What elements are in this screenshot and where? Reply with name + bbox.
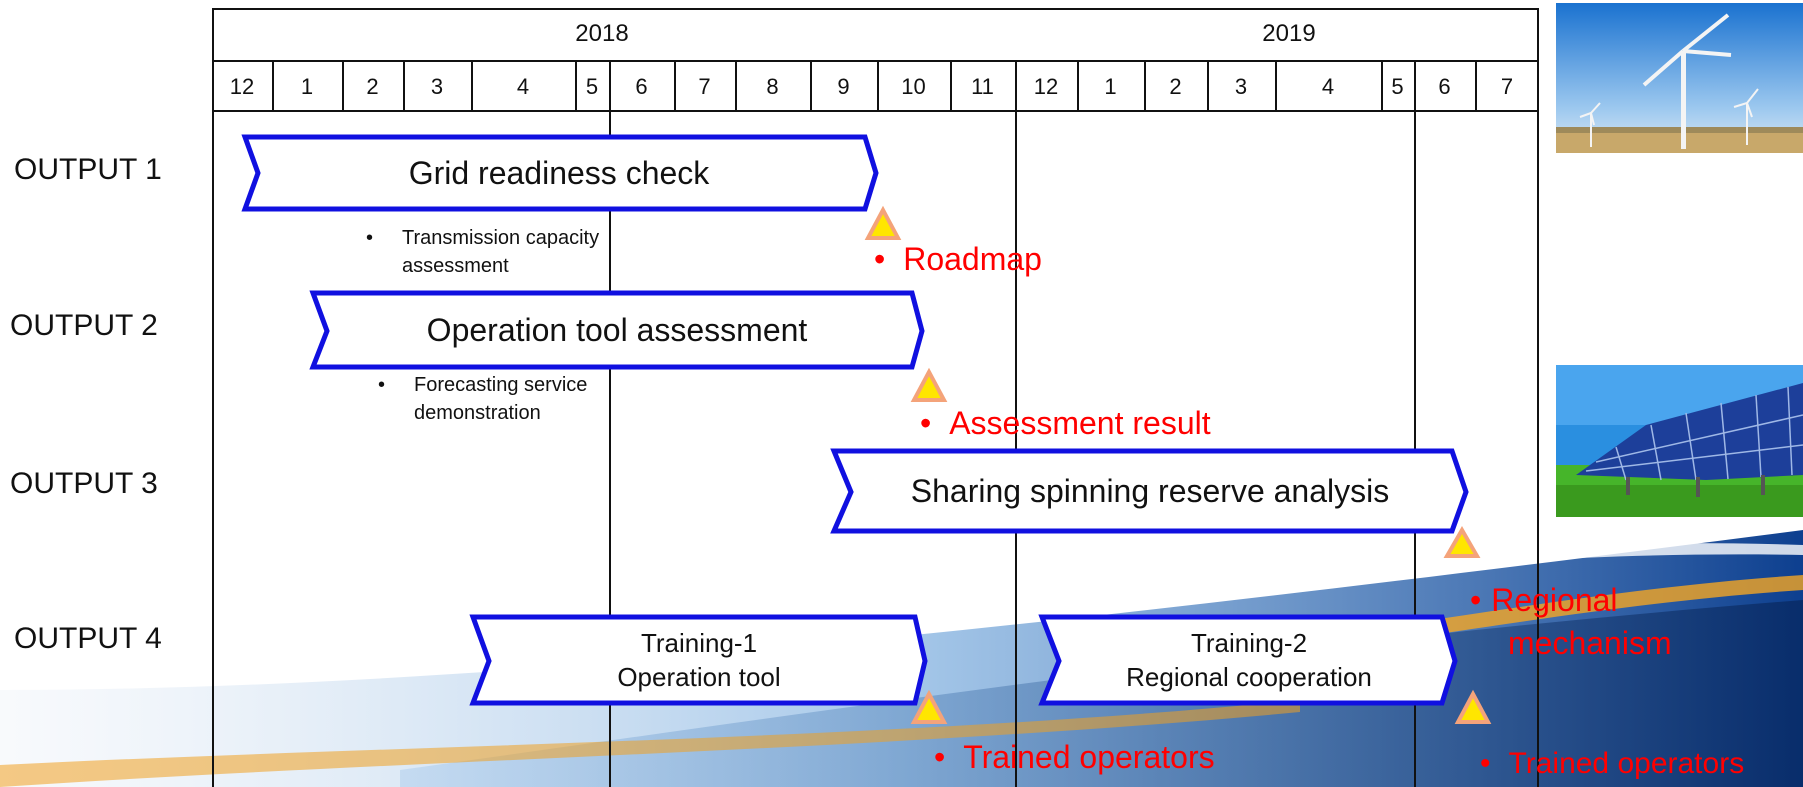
training-1-label: Training-1 Operation tool: [617, 627, 780, 695]
output-1-label: OUTPUT 1: [14, 153, 162, 186]
gantt-grid: [212, 8, 1539, 787]
trained2-text: Trained operators: [1508, 747, 1745, 780]
month-separator: [1414, 60, 1416, 110]
month-label: 1: [1104, 74, 1117, 99]
milestone-trained-operators-1: • Trained operators: [934, 736, 1215, 779]
milestone-trained-operators-2: • Trained operators: [1480, 744, 1744, 785]
month-label: 6: [1438, 74, 1451, 99]
month-label: 5: [1391, 74, 1404, 99]
month-separator: [877, 60, 879, 110]
regional-bullet: •: [1470, 582, 1482, 618]
transmission-line1: Transmission capacity: [402, 227, 600, 249]
training-2-arrow: [1038, 614, 1458, 706]
header-divider: [212, 60, 1539, 62]
output-2-label: OUTPUT 2: [10, 309, 158, 342]
regional-line1: Regional: [1491, 582, 1618, 618]
month-label: 5: [585, 74, 599, 99]
forecasting-bullet: •: [378, 374, 386, 396]
trained1-bullet: •: [934, 739, 946, 775]
milestone-roadmap: • Roadmap: [874, 238, 1042, 281]
month-label: 3: [1234, 74, 1248, 99]
forecasting-line2: demonstration: [414, 402, 541, 424]
milestone-triangle-roadmap: [864, 205, 902, 240]
month-label: 4: [516, 74, 530, 99]
trained1-text: Trained operators: [963, 739, 1215, 775]
operation-tool-label: Operation tool assessment: [426, 312, 808, 349]
roadmap-text: Roadmap: [903, 241, 1042, 277]
milestone-regional-mechanism: •Regional mechanism: [1470, 579, 1672, 665]
assessment-bullet: •: [920, 405, 932, 441]
month-label: 4: [1321, 74, 1335, 99]
year-label-2019: 2019: [1262, 20, 1316, 47]
milestone-triangle-assessment: [910, 367, 948, 402]
forecasting-line1: Forecasting service: [414, 374, 588, 396]
training-2-line2: Regional cooperation: [1126, 662, 1372, 692]
training-1-line1: Training-1: [640, 628, 758, 659]
month-label: 12: [1033, 74, 1059, 99]
spinning-reserve-arrow: [830, 448, 1469, 534]
month-separator: [1015, 60, 1017, 110]
milestone-triangle-trained-1: [910, 689, 948, 724]
month-label: 11: [971, 74, 994, 99]
year-label-2018: 2018: [575, 20, 629, 47]
assessment-text: Assessment result: [949, 405, 1211, 441]
month-label: 8: [766, 74, 779, 99]
milestone-triangle-trained-2: [1454, 689, 1492, 724]
header-bottom-line: [212, 110, 1539, 112]
month-separator: [810, 60, 812, 110]
training-2-line1: Training-2: [1190, 628, 1308, 659]
spinning-reserve-label: Sharing spinning reserve analysis: [910, 473, 1390, 510]
month-separator: [1475, 60, 1477, 110]
month-separator: [1275, 60, 1277, 110]
month-separator: [735, 60, 737, 110]
month-separator: [1207, 60, 1209, 110]
month-separator: [1144, 60, 1146, 110]
grid-readiness-label: Grid readiness check: [408, 155, 710, 192]
month-separator: [342, 60, 344, 110]
transmission-note: • Transmission capacity assessment: [366, 224, 600, 280]
operation-tool-arrow: [309, 290, 925, 370]
output-3-label: OUTPUT 3: [10, 467, 158, 500]
month-label: 10: [901, 74, 926, 99]
month-separator: [1077, 60, 1079, 110]
forecasting-note: • Forecasting service demonstration: [378, 371, 588, 427]
output-4-label: OUTPUT 4: [14, 622, 162, 655]
month-label: 12: [229, 74, 255, 99]
milestone-triangle-regional: [1443, 525, 1481, 558]
month-separator: [1381, 60, 1383, 110]
month-label: 2: [1169, 74, 1182, 99]
month-label: 9: [837, 74, 850, 99]
month-label: 7: [698, 74, 711, 99]
roadmap-bullet: •: [874, 241, 886, 277]
month-label: 6: [635, 74, 648, 99]
month-label: 3: [430, 74, 444, 99]
trained2-bullet: •: [1480, 747, 1491, 780]
month-label: 7: [1500, 74, 1514, 99]
month-label: 1: [300, 74, 314, 99]
regional-line2: mechanism: [1508, 625, 1672, 662]
gridline-jun-2018: [609, 110, 611, 787]
month-separator: [609, 60, 611, 110]
transmission-bullet: •: [366, 227, 374, 249]
month-separator: [403, 60, 405, 110]
transmission-line2: assessment: [402, 255, 509, 277]
milestone-assessment-result: • Assessment result: [920, 402, 1211, 445]
training-1-line2: Operation tool: [617, 662, 781, 692]
month-separator: [950, 60, 952, 110]
month-separator: [674, 60, 676, 110]
grid-readiness-arrow: [241, 134, 879, 212]
training-1-arrow: [469, 614, 928, 706]
wind-turbines-photo: [1556, 3, 1803, 153]
training-2-label: Training-2 Regional cooperation: [1126, 627, 1372, 695]
month-separator: [272, 60, 274, 110]
month-separator: [575, 60, 577, 110]
solar-panels-photo: [1556, 365, 1803, 517]
month-label: 2: [366, 74, 379, 99]
month-separator: [471, 60, 473, 110]
